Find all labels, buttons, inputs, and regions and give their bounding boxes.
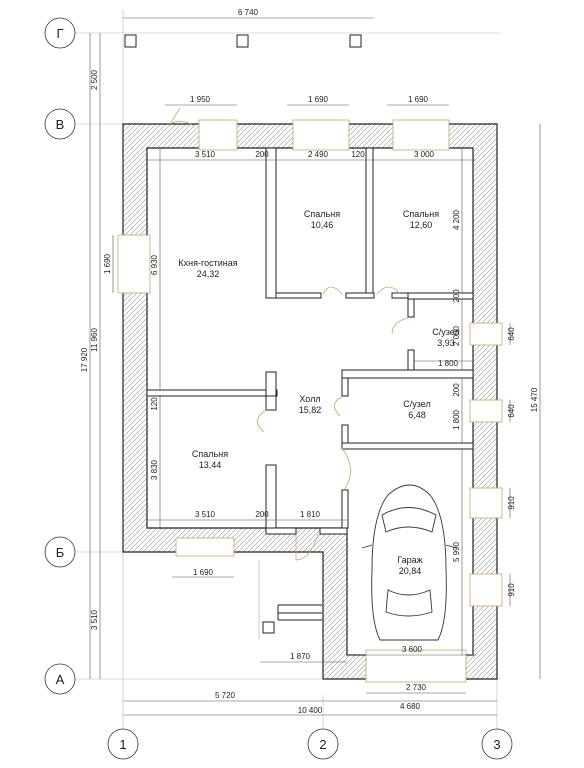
dim-win1: 1 950 [190, 95, 211, 104]
dim-wc2-gap: 200 [452, 383, 461, 397]
dim-kitchen-win: 1 690 [103, 253, 112, 274]
windows [117, 119, 503, 683]
dim-garage-w: 3 600 [402, 645, 423, 654]
dim-right-15470: 15 470 [530, 387, 539, 412]
dim-bed1-w: 2 490 [308, 150, 329, 159]
room-area-bedroom-2: 12,60 [410, 220, 433, 230]
axis-label-2: 2 [319, 737, 326, 752]
inner-walls [146, 147, 474, 535]
room-area-bedroom-3: 13,44 [199, 460, 222, 470]
room-area-bedroom-1: 10,46 [311, 220, 334, 230]
axis-label-3: 3 [493, 737, 500, 752]
room-area-hall: 15,82 [299, 405, 322, 415]
dim-wc2-h: 1 800 [452, 409, 461, 430]
dim-bed2-w: 3 000 [414, 150, 435, 159]
dimension-labels: 6 740 1 950 1 690 1 690 3 510 200 2 490 … [190, 8, 459, 715]
dim-hall-w: 1 810 [300, 510, 321, 519]
room-name-kitchen: Кхня-гостиная [178, 258, 237, 268]
dim-bed3-h: 3 830 [150, 459, 159, 480]
dim-gate-w: 2 730 [406, 683, 427, 692]
dim-bed3-gap: 120 [150, 397, 159, 411]
room-name-bedroom-1: Спальня [304, 209, 340, 219]
room-name-wc-2: С/узел [403, 399, 430, 409]
axis-label-g: Г [56, 26, 63, 41]
doors [169, 107, 409, 561]
axis-label-1: 1 [119, 737, 126, 752]
dim-win3: 1 690 [408, 95, 429, 104]
dim-left-3510: 3 510 [90, 609, 99, 630]
dim-wc1-win: 640 [507, 327, 516, 341]
room-name-garage: Гараж [397, 555, 422, 565]
dim-part3: 200 [255, 510, 269, 519]
room-name-wc-1: С/узел [432, 327, 459, 337]
room-area-wc-1: 3,93 [437, 338, 455, 348]
axis-markers: Г В Б А 1 2 3 [44, 17, 513, 760]
dimension-lines [89, 17, 541, 716]
dim-left-17920: 17 920 [80, 347, 89, 372]
dim-entry-w: 1 870 [290, 652, 311, 661]
dim-wc1-h: 2 000 [452, 325, 461, 346]
room-name-hall: Холл [299, 394, 320, 404]
dim-garage-win2: 910 [507, 583, 516, 597]
dim-bed3-w: 3 510 [195, 510, 216, 519]
axis-label-v: В [56, 117, 65, 132]
dim-top-overall: 6 740 [238, 8, 259, 17]
axis-label-a: А [56, 672, 65, 687]
room-area-kitchen: 24,32 [197, 269, 220, 279]
axis-label-b: Б [56, 545, 65, 560]
dim-kitchen-h: 6 930 [150, 254, 159, 275]
dim-garage-out: 4 680 [400, 702, 421, 711]
dim-garage-win1: 910 [507, 496, 516, 510]
dim-wc2-win: 640 [507, 404, 516, 418]
dim-wc1-gap: 200 [452, 289, 461, 303]
room-area-wc-2: 6,48 [408, 410, 426, 420]
dim-left-11960: 11 960 [90, 328, 99, 352]
room-name-bedroom-2: Спальня [403, 209, 439, 219]
dim-bed2-h: 4 200 [452, 209, 461, 230]
car-icon [361, 484, 457, 641]
porch [124, 34, 362, 640]
dim-overall: 10 400 [298, 706, 323, 715]
dimension-labels-vertical: 2 500 17 920 11 960 3 510 1 690 6 930 12… [80, 69, 539, 630]
dim-win2: 1 690 [308, 95, 329, 104]
dim-left-5720: 5 720 [215, 691, 236, 700]
dim-garage-h: 5 990 [452, 541, 461, 562]
dim-kitchen-w: 3 510 [195, 150, 216, 159]
dim-wc-w: 1 800 [438, 359, 459, 368]
dim-part2: 120 [351, 150, 365, 159]
room-name-bedroom-3: Спальня [192, 449, 228, 459]
dim-left-2500: 2 500 [90, 69, 99, 90]
room-labels: Кхня-гостиная 24,32 Спальня 10,46 Спальн… [178, 209, 459, 576]
dim-part1: 200 [255, 150, 269, 159]
dim-bed3-win: 1 690 [193, 568, 214, 577]
room-area-garage: 20,84 [399, 566, 422, 576]
